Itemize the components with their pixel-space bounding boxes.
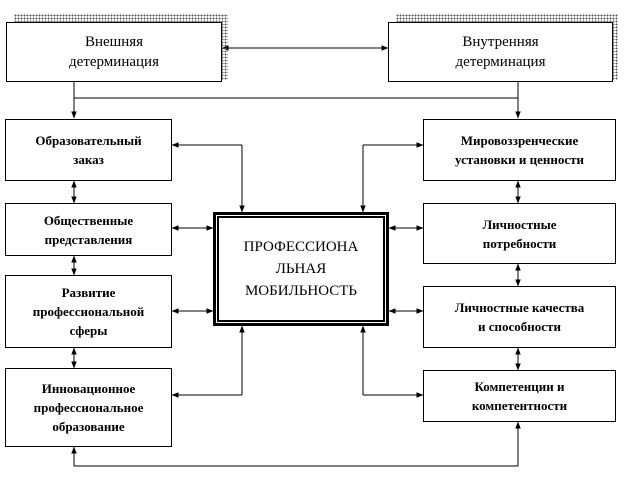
professional-mobility-label: ПРОФЕССИОНА ЛЬНАЯ МОБИЛЬНОСТЬ	[243, 239, 359, 299]
right-box-label: Мировоззренческие установки и ценности	[455, 133, 584, 167]
external-determination-label: Внешняя детерминация	[69, 34, 159, 70]
left-box-public-perceptions: Общественные представления	[5, 203, 172, 256]
right-box-label: Личностные качества и способности	[454, 300, 585, 334]
right-box-personal-qualities: Личностные качества и способности	[423, 286, 616, 348]
external-determination-box: Внешняя детерминация	[6, 22, 222, 82]
left-box-educational-order: Образовательный заказ	[5, 119, 172, 181]
professional-mobility-box: ПРОФЕССИОНА ЛЬНАЯ МОБИЛЬНОСТЬ	[213, 212, 389, 326]
left-box-label: Развитие профессиональной сферы	[32, 285, 145, 338]
right-box-worldview-values: Мировоззренческие установки и ценности	[423, 119, 616, 181]
right-box-label: Компетенции и компетентности	[471, 379, 568, 413]
left-box-label: Инновационное профессиональное образован…	[33, 381, 144, 434]
right-box-label: Личностные потребности	[482, 216, 557, 251]
right-box-competencies: Компетенции и компетентности	[423, 370, 616, 422]
internal-determination-label: Внутренняя детерминация	[455, 34, 546, 70]
left-box-label: Общественные представления	[43, 212, 134, 247]
internal-determination-box: Внутренняя детерминация	[388, 22, 613, 82]
left-box-innovative-education: Инновационное профессиональное образован…	[5, 368, 172, 447]
left-box-label: Образовательный заказ	[35, 133, 142, 167]
left-box-professional-sphere-development: Развитие профессиональной сферы	[5, 275, 172, 348]
right-box-personal-needs: Личностные потребности	[423, 203, 616, 264]
